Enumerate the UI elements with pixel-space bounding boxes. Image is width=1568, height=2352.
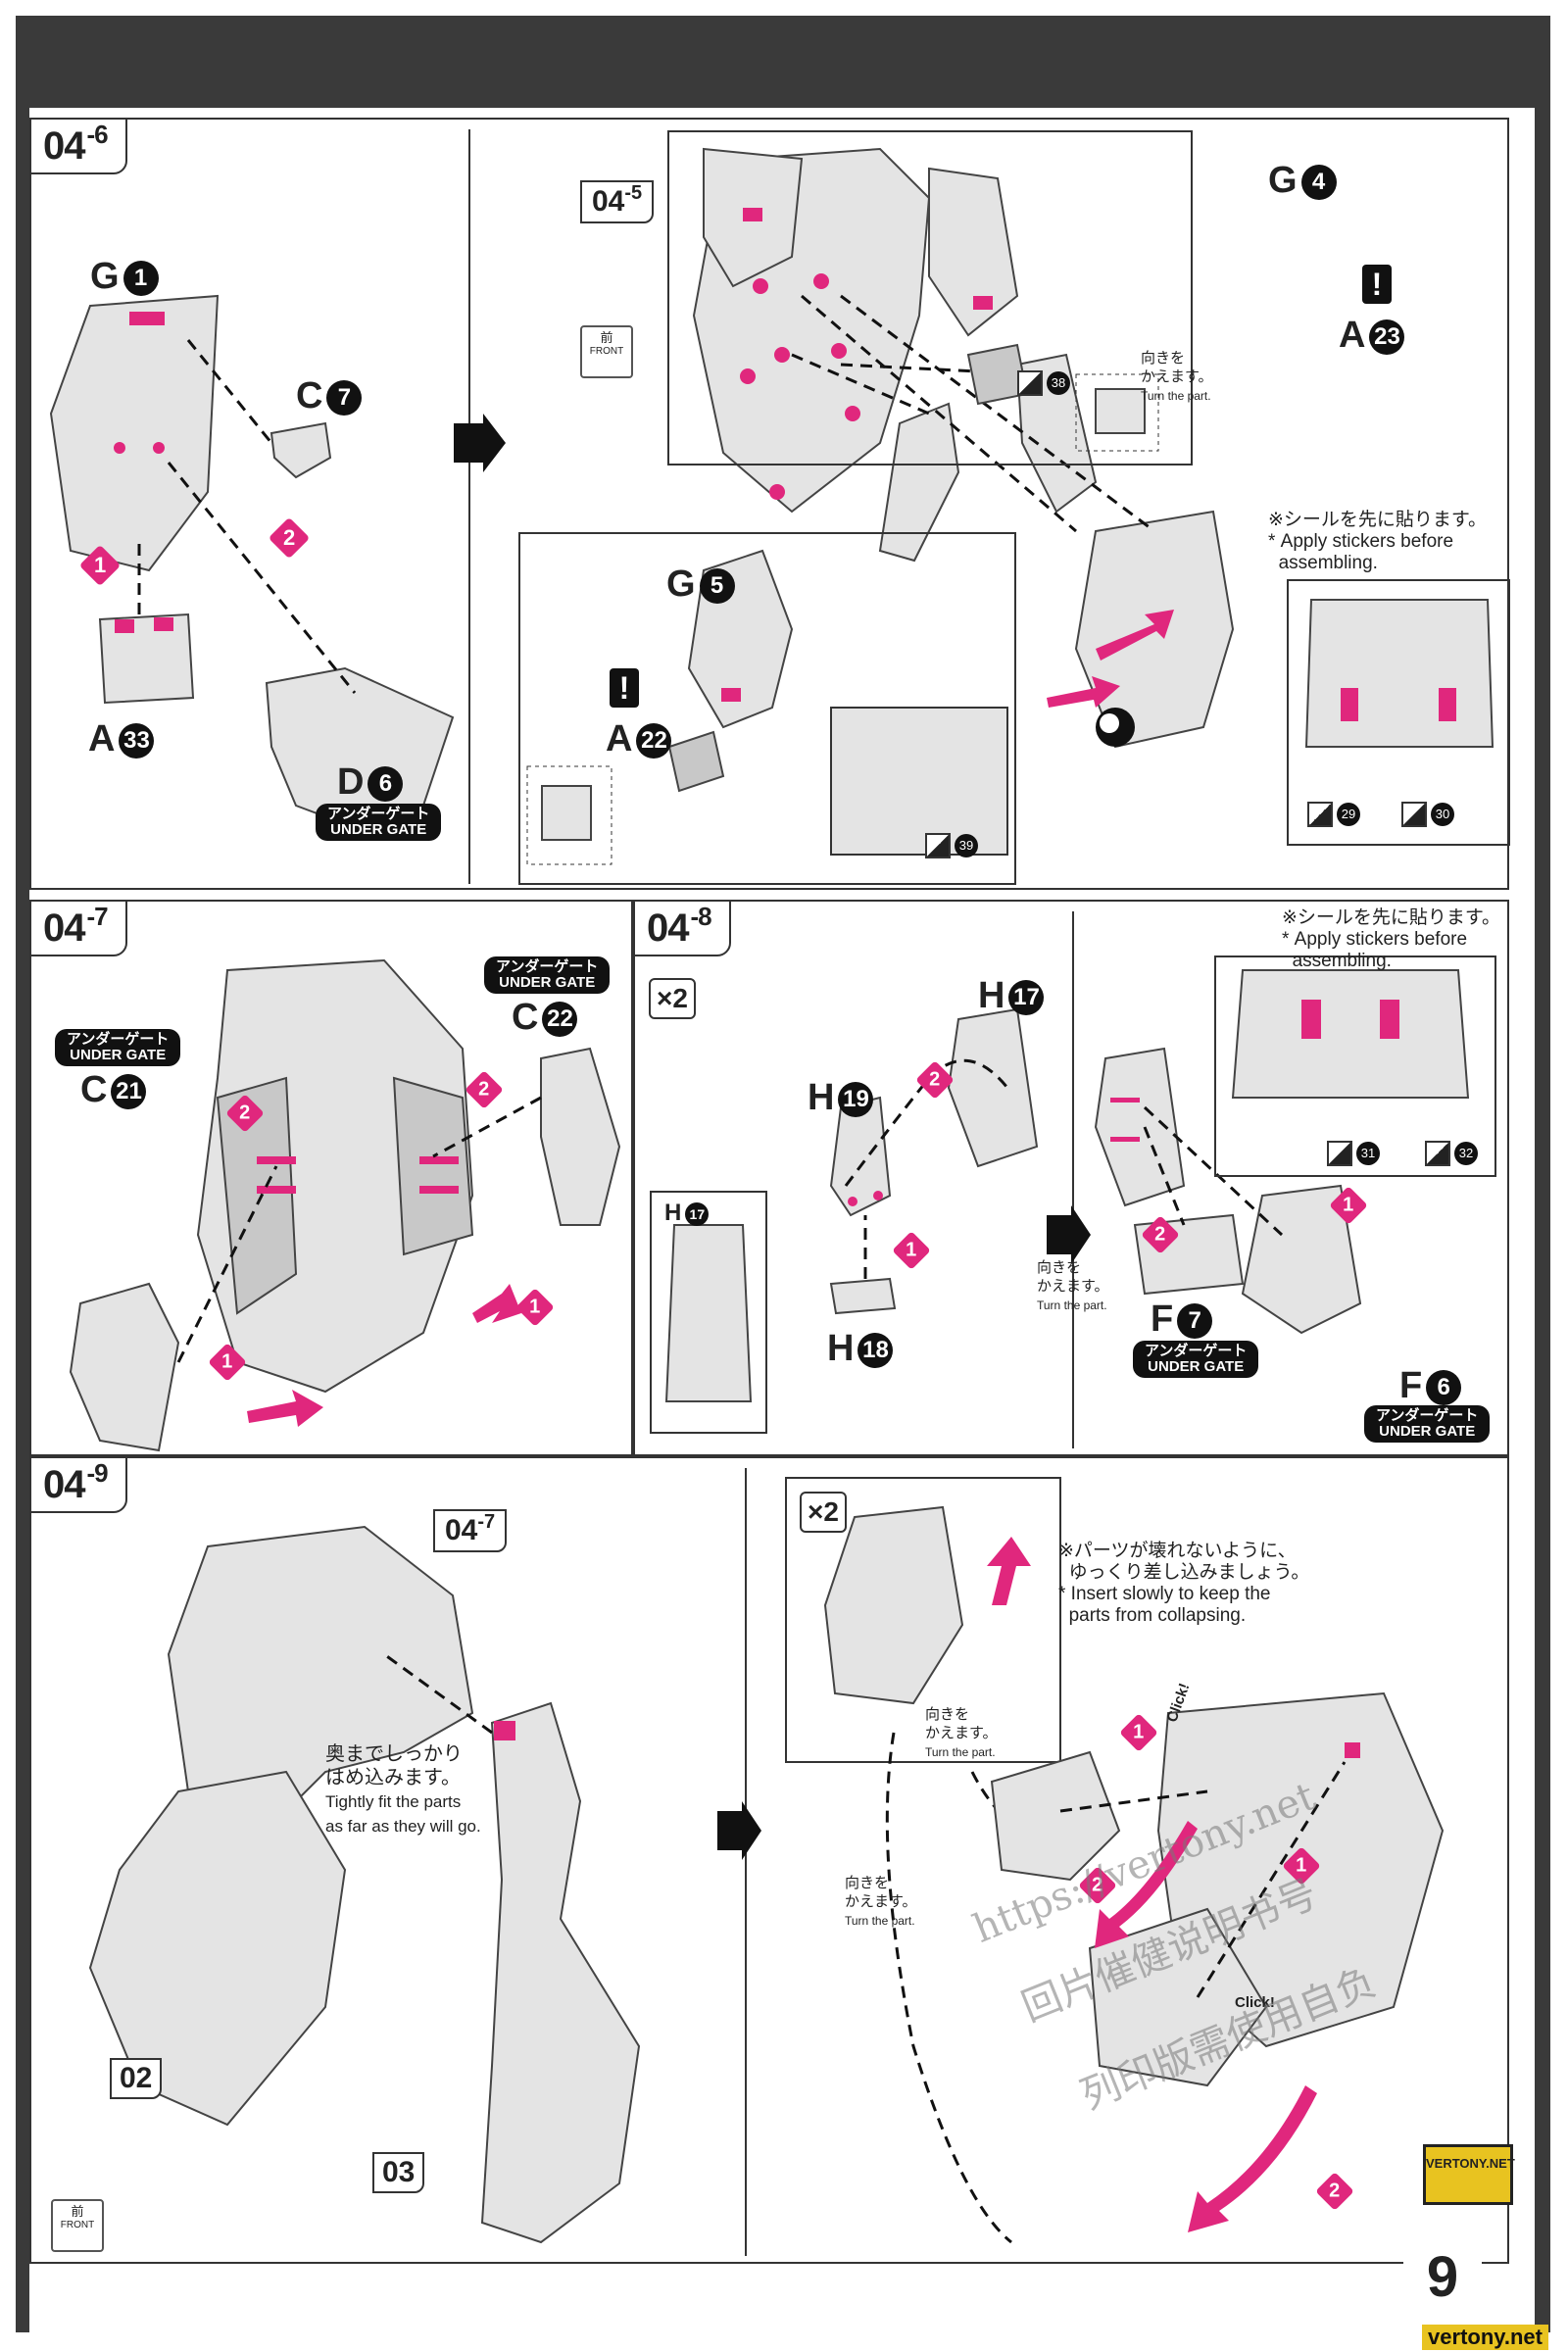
step-number: 04-8 [633, 900, 731, 956]
step-number: 04-9 [29, 1456, 127, 1513]
caution-icon: ! [1362, 265, 1392, 304]
step-04-8-drawing [650, 956, 1496, 1434]
panel-divider [745, 1468, 747, 2256]
click-label: Click! [1235, 1994, 1275, 2011]
armor-left-part [878, 402, 960, 563]
ref-step-04-5: 04-5 [580, 180, 655, 223]
step-04-5-drawing [518, 130, 1510, 885]
inset-g4 [667, 130, 1193, 466]
turn-note: 向きをかえます。Turn the part. [1141, 350, 1213, 403]
insert-note: ※パーツが壊れないように、 ゆっくり差し込みましょう。* Insert slow… [1058, 1541, 1310, 1626]
c21-part [69, 1282, 180, 1452]
sticker-39: 39 [925, 833, 978, 858]
panel-divider [468, 129, 470, 884]
sticker-38: 38 [1017, 370, 1070, 396]
leg-right-part [480, 1701, 641, 2244]
sticker-31: 31 [1327, 1141, 1380, 1166]
step-04-6-drawing [49, 294, 455, 837]
turn-note: 向きをかえます。Turn the part. [925, 1706, 998, 1759]
ref-step-04-7: 04-7 [433, 1509, 508, 1552]
step-04-9-drawing [88, 1477, 1445, 2244]
a33-part [98, 612, 195, 705]
quantity-x2: ×2 [800, 1492, 847, 1533]
torso-front-part [49, 294, 220, 572]
caution-icon: ! [610, 668, 639, 708]
panel-divider [1072, 911, 1074, 1448]
inset-stickers-31-32 [1214, 956, 1496, 1177]
sticker-32: 32 [1425, 1141, 1478, 1166]
inset-g5 [518, 532, 1016, 885]
step-04-7-drawing [69, 958, 621, 1452]
site-footer: vertony.net [1422, 2325, 1548, 2350]
part-ref-03: 03 [372, 2152, 425, 2193]
sticker-30: 30 [1401, 802, 1454, 827]
turn-note: 向きをかえます。Turn the part. [1037, 1259, 1109, 1312]
leg-left-part [88, 1770, 347, 2127]
sticker-29: 29 [1307, 802, 1360, 827]
inset-stickers-29-30 [1287, 579, 1510, 846]
c7-part [270, 421, 332, 479]
flow-arrow-icon [454, 414, 506, 472]
quantity-x2: ×2 [649, 978, 696, 1019]
part-ref-02: 02 [110, 2058, 163, 2099]
sticker-note: ※シールを先に貼ります。* Apply stickers before asse… [1268, 510, 1488, 573]
inset-x2 [785, 1477, 1061, 1763]
c22-part [540, 1047, 621, 1226]
turn-note: 向きをかえます。Turn the part. [845, 1875, 917, 1928]
waist-to-leg-part [167, 1525, 474, 1833]
sticker-note: ※シールを先に貼ります。* Apply stickers before asse… [1282, 907, 1501, 971]
page-number: 9 [1403, 2238, 1482, 2315]
vertony-logo: VERTONY.NET [1423, 2144, 1515, 2205]
h17-inset [650, 1191, 767, 1434]
panel-step-04-9: 04-9 04-7 奥までしっかりはめ込みます。Tightly fit the … [29, 1456, 1509, 2264]
step-number: 04-6 [29, 118, 127, 174]
step-number: 04-7 [29, 900, 127, 956]
